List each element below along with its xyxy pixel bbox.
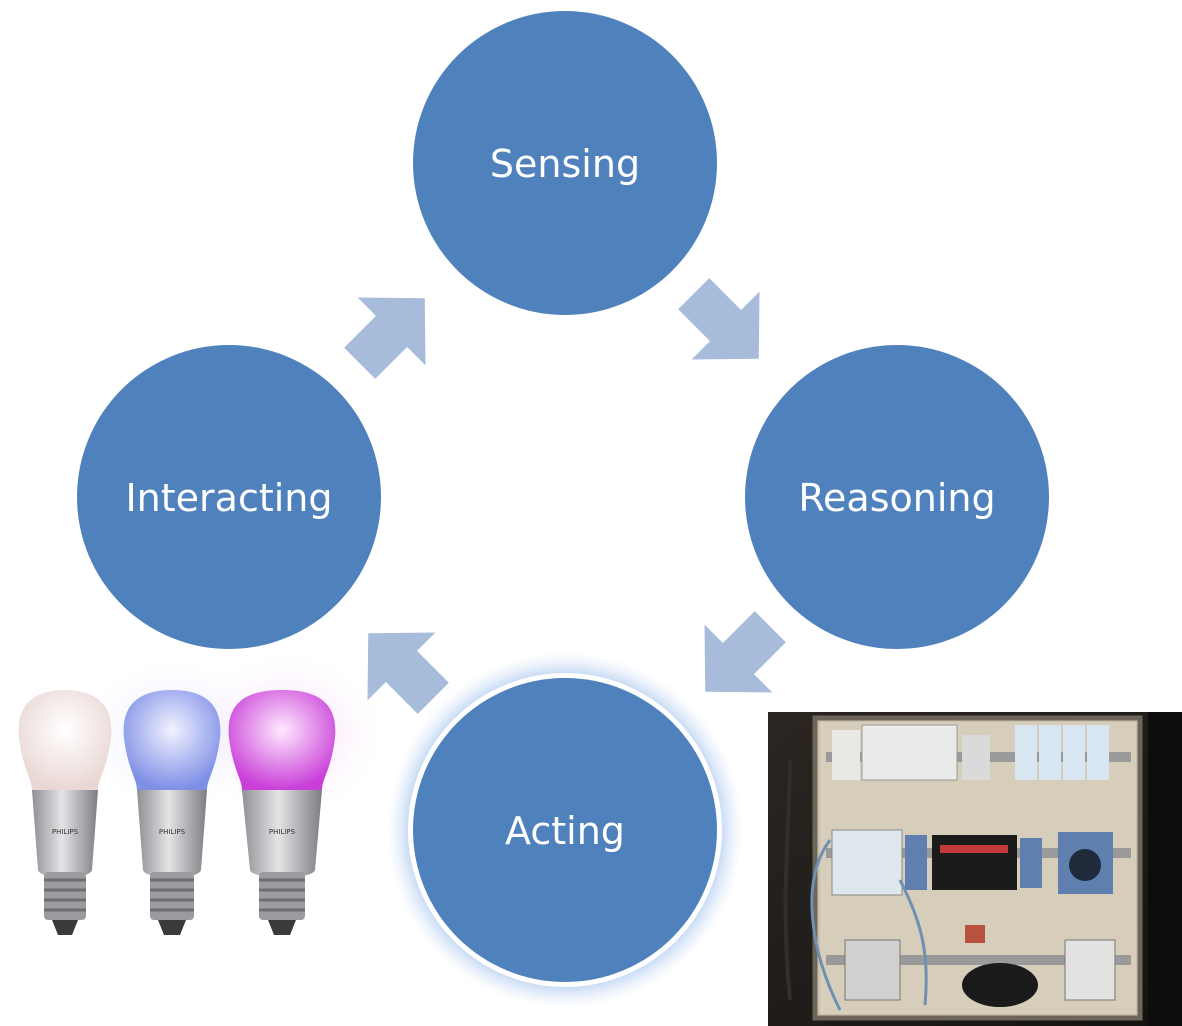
node-interacting-label: Interacting [125, 476, 332, 520]
node-reasoning-label: Reasoning [798, 476, 995, 520]
node-reasoning: Reasoning [745, 345, 1049, 649]
arrow-sensing-to-reasoning [678, 278, 760, 360]
bulb-pink: PHILIPS [228, 690, 336, 935]
node-acting-label: Acting [505, 809, 625, 853]
arrow-reasoning-to-acting [704, 611, 786, 693]
node-sensing-label: Sensing [490, 142, 640, 186]
bulb-brand-1: PHILIPS [52, 828, 79, 836]
bulb-white: PHILIPS [18, 690, 112, 935]
electrical-panel-photo [768, 712, 1182, 1026]
node-interacting: Interacting [77, 345, 381, 649]
bulb-brand-3: PHILIPS [269, 828, 296, 836]
bulb-blue: PHILIPS [123, 690, 221, 935]
smart-bulbs-photo: PHILIPS PHILIPS PHILIPS [18, 650, 387, 935]
arrow-acting-to-interacting [367, 632, 449, 714]
node-acting: Acting [387, 652, 743, 1008]
bulb-brand-2: PHILIPS [159, 828, 186, 836]
node-sensing: Sensing [413, 11, 717, 315]
arrow-interacting-to-sensing [344, 297, 426, 379]
